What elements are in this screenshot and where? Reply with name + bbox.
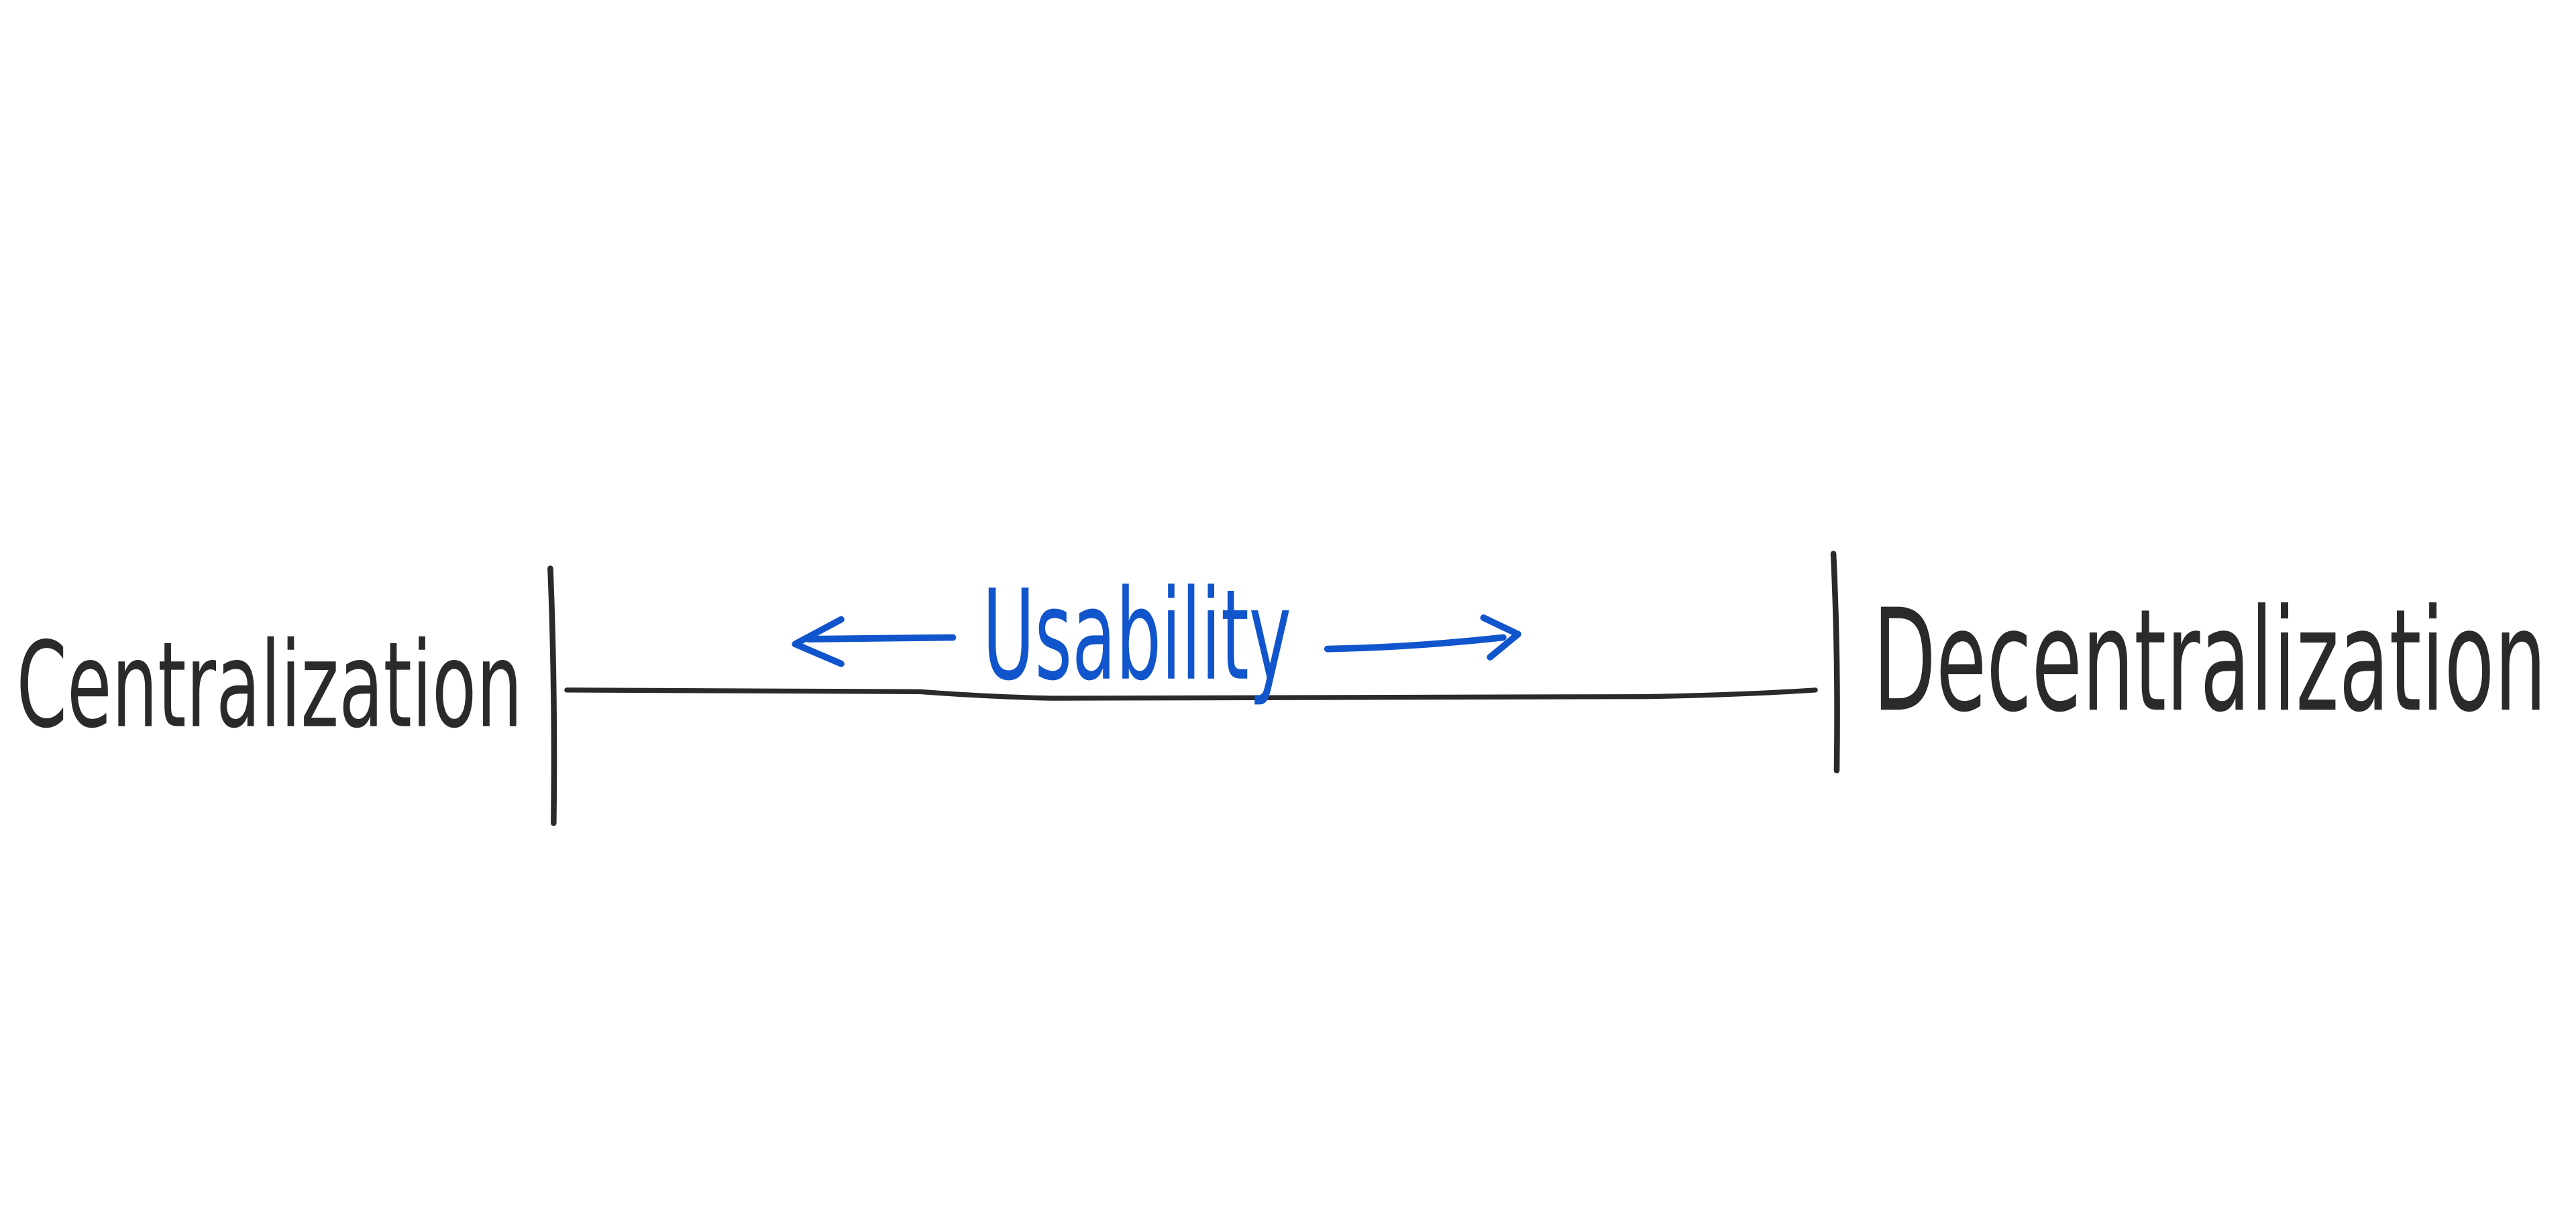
right-label: Decentralization xyxy=(1873,578,2546,743)
right-arrow-icon xyxy=(1324,614,1521,661)
center-label: Usability xyxy=(982,563,1291,708)
left-arrow-icon xyxy=(792,616,957,667)
spectrum-line xyxy=(564,687,1818,701)
left-end-bar xyxy=(547,565,557,826)
left-label: Centralization xyxy=(16,616,522,755)
right-end-bar xyxy=(1830,551,1840,774)
